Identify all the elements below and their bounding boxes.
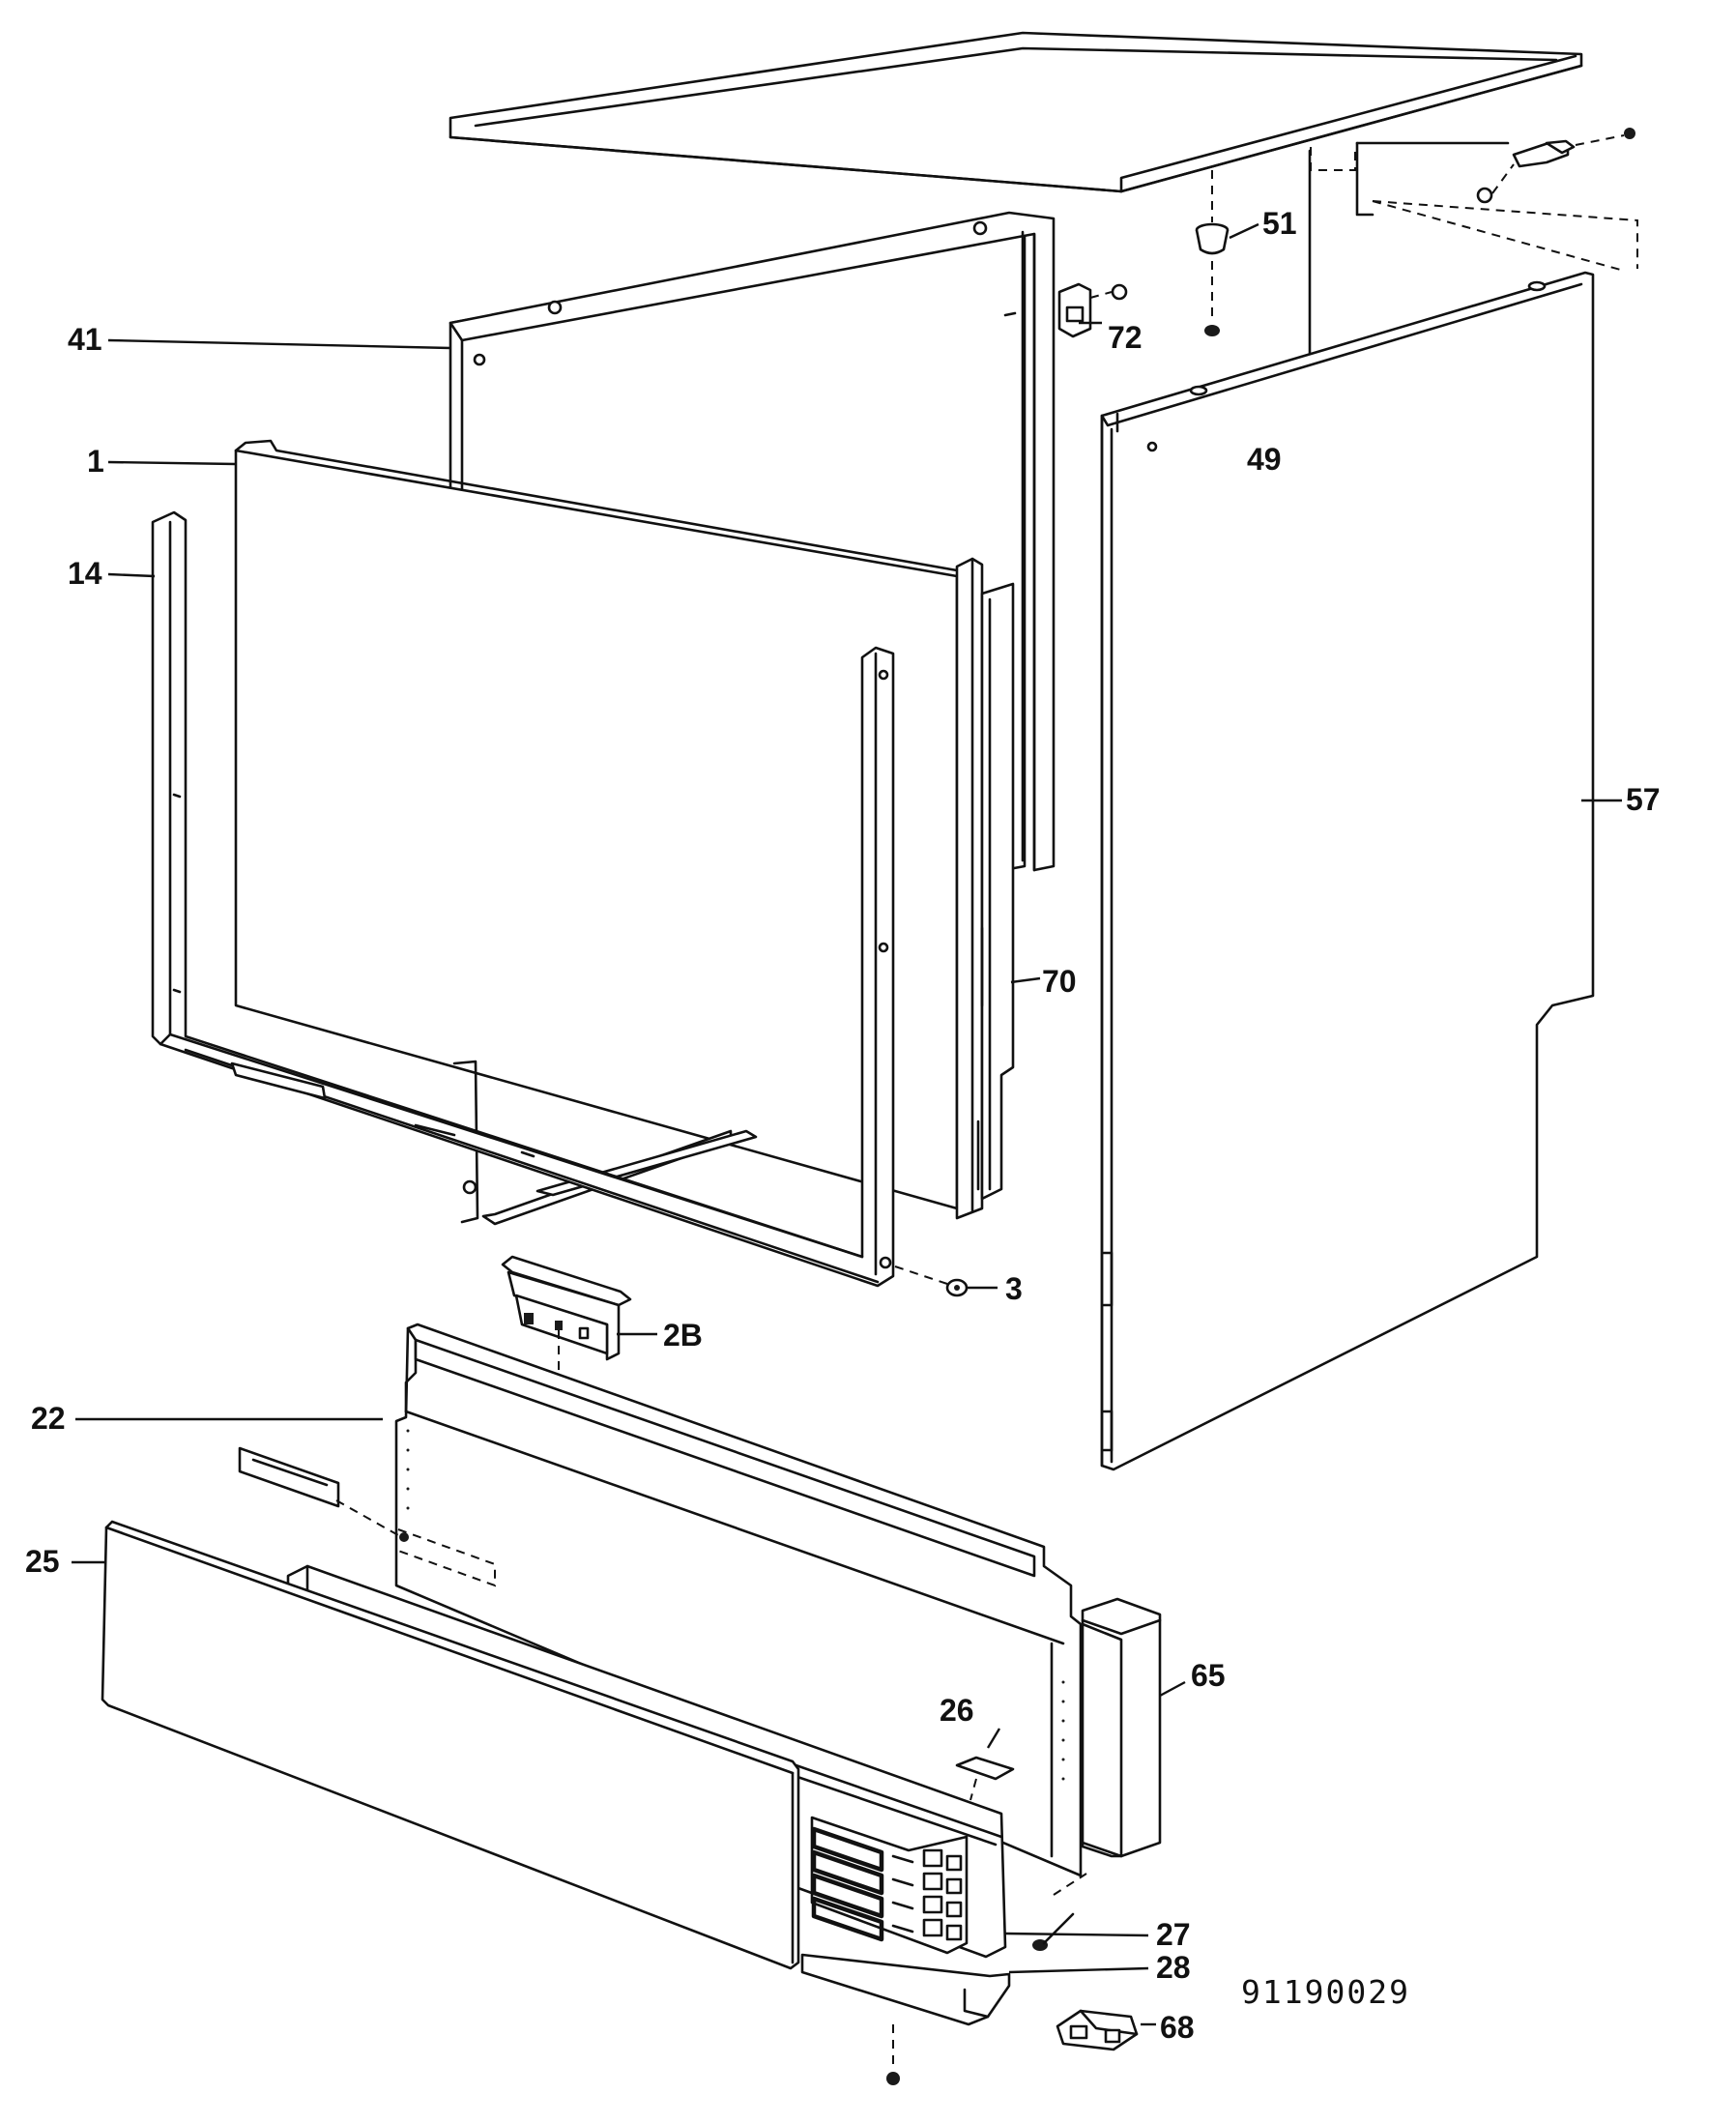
washer-3: [894, 1265, 969, 1297]
callout-57: 57: [1626, 782, 1661, 817]
frame-14: [151, 510, 895, 1288]
callout-68: 68: [1160, 2010, 1195, 2045]
worktop-panel: [448, 31, 1583, 193]
callout-22: 22: [31, 1401, 66, 1436]
callout-2B: 2B: [663, 1318, 703, 1352]
callout-28: 28: [1156, 1950, 1191, 1985]
callout-65: 65: [1191, 1658, 1226, 1693]
plug-51: [1195, 170, 1259, 336]
clip-68: [1056, 2009, 1139, 2051]
control-slots: [811, 1826, 884, 1942]
inner-panel-22: [394, 1323, 1083, 1877]
leader-lines: [72, 321, 1622, 2026]
hinge-2B: [501, 1255, 632, 1392]
callout-27: 27: [1156, 1917, 1191, 1952]
callout-1: 1: [87, 444, 104, 479]
insulation-block-65: [1081, 1597, 1162, 1858]
perforation-holes: [406, 1429, 1065, 1781]
callout-51: 51: [1262, 206, 1297, 241]
callout-26: 26: [940, 1693, 974, 1728]
plate-26: [955, 1756, 1015, 1801]
callout-labels: 51 41 72 49 1 14 57 70 3 2B 22 25 65 26 …: [25, 206, 1661, 2045]
callout-25: 25: [25, 1544, 60, 1579]
callout-14: 14: [68, 556, 102, 591]
callout-49: 49: [1247, 442, 1282, 477]
callout-3: 3: [1005, 1271, 1023, 1306]
bottom-strip-28: [800, 1953, 1011, 2085]
callout-72: 72: [1108, 320, 1143, 355]
control-buttons: [891, 1848, 963, 1941]
front-panel-25: [101, 1520, 800, 1970]
side-panel-57: [1100, 271, 1595, 1471]
callout-70: 70: [1042, 964, 1077, 999]
label-plate: [238, 1446, 409, 1542]
callout-41: 41: [68, 322, 102, 357]
top-fixing-bracket: [1310, 128, 1638, 272]
drawing-number: 91190029: [1241, 1973, 1410, 2011]
